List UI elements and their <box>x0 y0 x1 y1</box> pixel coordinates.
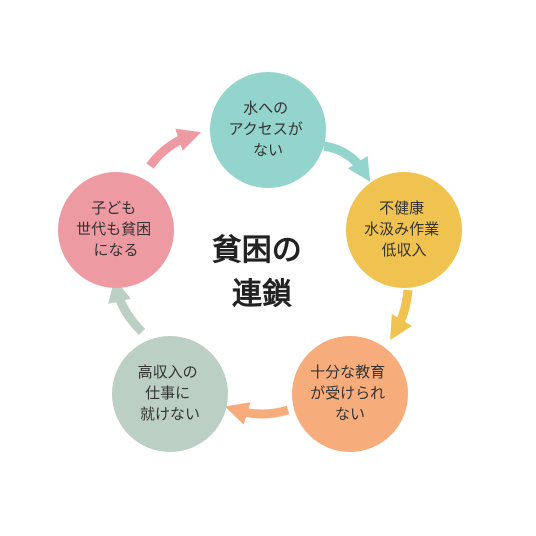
arrow-job-to-children <box>108 278 146 336</box>
node-job-line-2: 仕事に <box>145 384 190 402</box>
node-job-line-3: 就けない <box>140 405 200 423</box>
arrow-water-to-health <box>323 141 371 182</box>
node-health-line-3: 低収入 <box>381 241 426 259</box>
node-education: 十分な教育 が受けられ ない <box>292 336 408 452</box>
node-job: 高収入の 仕事に 就けない <box>112 336 228 452</box>
arrow-education-to-job <box>224 402 290 425</box>
node-education-line-3: ない <box>335 405 365 423</box>
node-health-circle <box>346 172 462 288</box>
node-water-label: 水への アクセスが ない <box>228 99 307 159</box>
node-children-line-3: になる <box>93 241 138 259</box>
arrow-health-to-education <box>390 289 413 341</box>
node-children: 子ども 世代も貧困 になる <box>58 172 174 288</box>
node-water-line-3: ない <box>253 141 283 159</box>
node-water-line-2: アクセスが <box>228 120 302 138</box>
arrow-children-to-water <box>146 128 202 169</box>
node-education-label: 十分な教育 が受けられ ない <box>310 363 390 423</box>
node-health-label: 不健康 水汲み作業 低収入 <box>364 199 444 259</box>
node-children-label: 子ども 世代も貧困 になる <box>76 199 156 259</box>
node-job-line-1: 高収入の <box>138 363 198 381</box>
node-children-line-2: 世代も貧困 <box>76 220 151 238</box>
center-title: 貧困の 連鎖 <box>212 233 312 312</box>
node-education-circle <box>292 336 408 452</box>
node-water-line-1: 水への <box>243 99 288 117</box>
node-children-circle <box>58 172 174 288</box>
center-title-line-1: 貧困の <box>212 233 302 268</box>
node-education-line-2: が受けられ <box>310 384 385 402</box>
node-job-label: 高収入の 仕事に 就けない <box>138 363 203 423</box>
node-children-line-1: 子ども <box>91 199 136 217</box>
node-health: 不健康 水汲み作業 低収入 <box>346 172 462 288</box>
node-health-line-1: 不健康 <box>379 199 424 217</box>
node-water: 水への アクセスが ない <box>210 72 326 188</box>
center-title-line-2: 連鎖 <box>232 277 292 312</box>
node-education-line-1: 十分な教育 <box>310 363 385 381</box>
node-health-line-2: 水汲み作業 <box>364 220 439 238</box>
node-job-circle <box>112 336 228 452</box>
node-water-circle <box>210 72 326 188</box>
